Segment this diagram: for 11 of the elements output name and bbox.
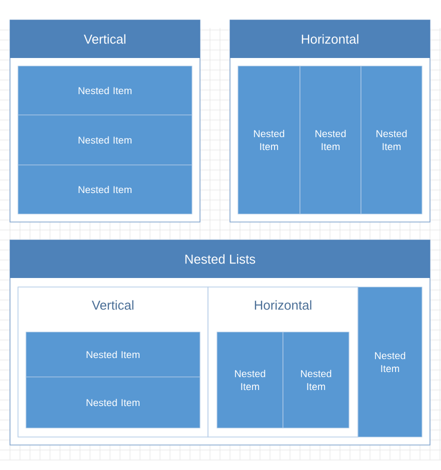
list-item: Nested Item (282, 332, 350, 428)
list-item: Nested Item (18, 114, 192, 166)
list-item: Nested Item (238, 66, 300, 214)
list-item: Nested Item (300, 66, 362, 214)
list-item: Nested Item (358, 286, 422, 438)
list-item: Nested Item (18, 164, 192, 214)
list-item: Nested Item (216, 332, 284, 428)
list-item: Nested Item (18, 66, 192, 116)
list-item: Nested Item (26, 376, 200, 428)
list-item: Nested Item (26, 332, 200, 378)
list-item: Nested Item (360, 66, 422, 214)
